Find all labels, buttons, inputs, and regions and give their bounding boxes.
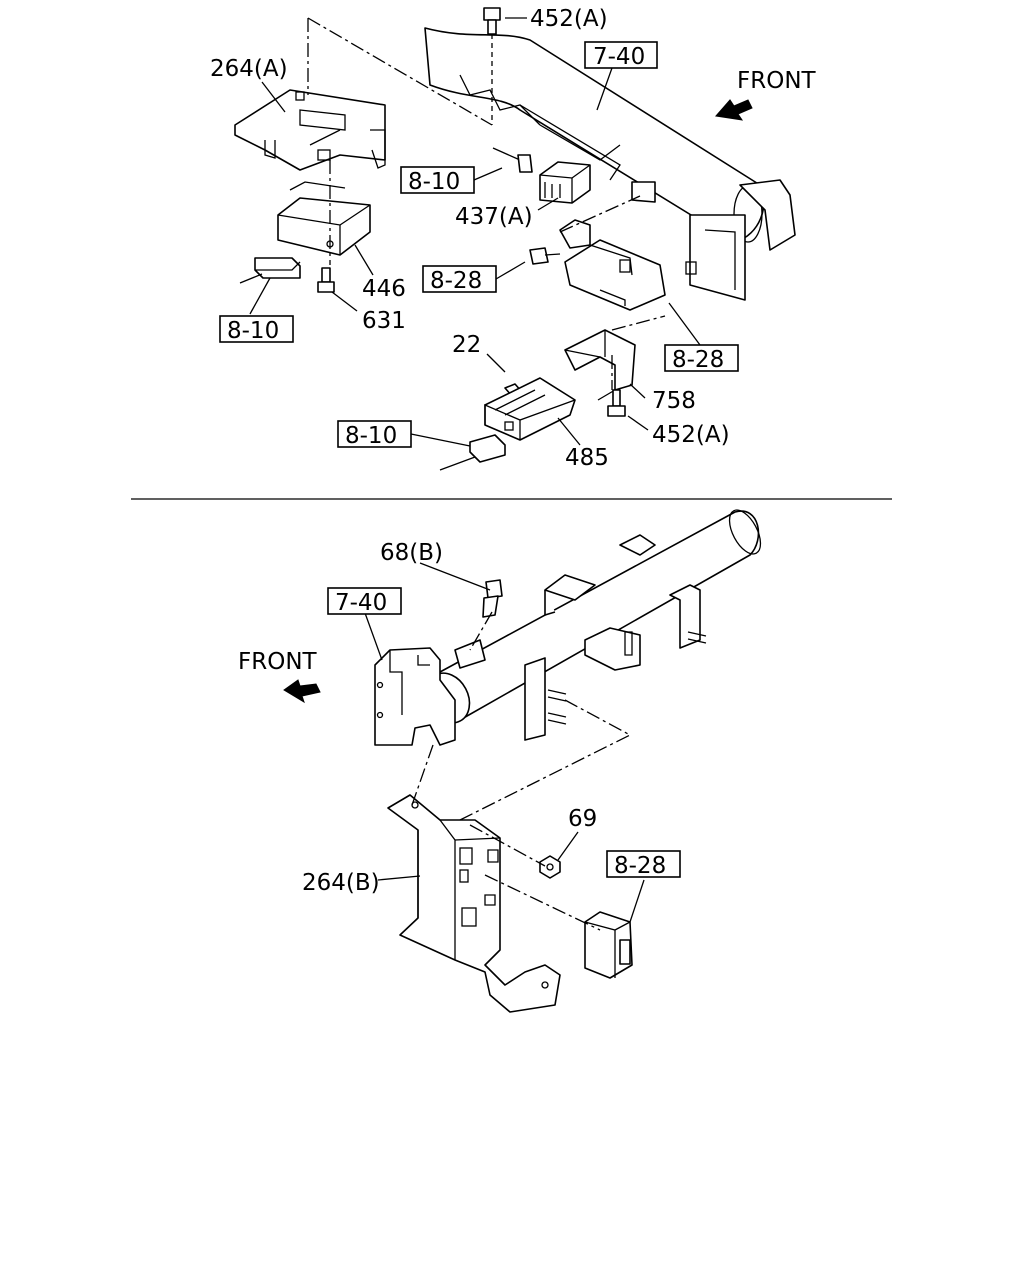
ref-7-40-bottom: 7-40 xyxy=(335,590,387,616)
bracket-758 xyxy=(564,329,636,401)
cross-member-beam-top xyxy=(424,27,796,301)
ref-box-8-10-b xyxy=(219,315,294,343)
part-631: 631 xyxy=(362,308,406,334)
bolt-452a-bottom-icon xyxy=(607,389,626,417)
screw-631-icon xyxy=(317,267,335,293)
part-264a: 264(A) xyxy=(210,56,288,82)
top-view: 7-40 8-10 8-28 8-10 8-28 8-10 FRONT 452(… xyxy=(210,6,817,471)
ref-box-7-40-bottom xyxy=(327,587,402,615)
part-446: 446 xyxy=(362,276,406,302)
ref-8-28-bottom: 8-28 xyxy=(614,853,666,879)
part-264b: 264(B) xyxy=(302,870,380,896)
control-module-446 xyxy=(277,181,371,256)
part-452a-bottom: 452(A) xyxy=(652,422,730,448)
part-69: 69 xyxy=(568,806,597,832)
bracket-264b xyxy=(387,794,561,1013)
connector-left xyxy=(239,257,301,284)
top-centerlines xyxy=(307,17,666,390)
part-437a: 437(A) xyxy=(455,204,533,230)
ref-box-7-40-top xyxy=(584,41,658,69)
ref-8-10-a: 8-10 xyxy=(408,169,460,195)
front-arrow-bottom-icon xyxy=(283,679,321,704)
bolt-68b-icon xyxy=(482,579,503,618)
unit-485 xyxy=(484,377,576,441)
nut-69-icon xyxy=(539,855,561,879)
top-leaders xyxy=(249,17,701,447)
bottom-leaders xyxy=(364,562,645,923)
relay-437a xyxy=(539,161,591,204)
ref-8-28-b: 8-28 xyxy=(672,347,724,373)
bolt-left-icon xyxy=(529,247,561,265)
ref-8-10-c: 8-10 xyxy=(345,423,397,449)
cross-member-beam-bottom xyxy=(374,509,762,746)
front-label-top: FRONT xyxy=(737,68,817,94)
ref-box-8-28-b xyxy=(664,344,739,372)
bracket-264a xyxy=(234,89,386,171)
part-758: 758 xyxy=(652,388,696,414)
module-bottom xyxy=(584,911,633,979)
part-22: 22 xyxy=(452,332,481,358)
bottom-centerlines xyxy=(411,611,632,931)
ref-7-40-top: 7-40 xyxy=(593,44,645,70)
front-arrow-icon xyxy=(715,99,753,121)
ref-box-8-28-a xyxy=(422,265,497,293)
part-452a-top: 452(A) xyxy=(530,6,608,32)
connector-bottom xyxy=(439,434,506,471)
relay-bracket-assembly xyxy=(559,219,666,311)
front-label-bottom: FRONT xyxy=(238,649,318,675)
bottom-view: 7-40 8-28 68(B) FRONT 69 264(B) xyxy=(238,509,762,1013)
ref-box-8-28-bottom xyxy=(606,850,681,878)
ref-box-8-10-a xyxy=(400,166,475,194)
bolt-452a-top-icon xyxy=(483,7,501,125)
part-485: 485 xyxy=(565,445,609,471)
small-connector-top xyxy=(492,147,533,173)
ref-box-8-10-c xyxy=(337,420,412,448)
part-68b: 68(B) xyxy=(380,540,443,566)
ref-8-10-b: 8-10 xyxy=(227,318,279,344)
ref-8-28-a: 8-28 xyxy=(430,268,482,294)
